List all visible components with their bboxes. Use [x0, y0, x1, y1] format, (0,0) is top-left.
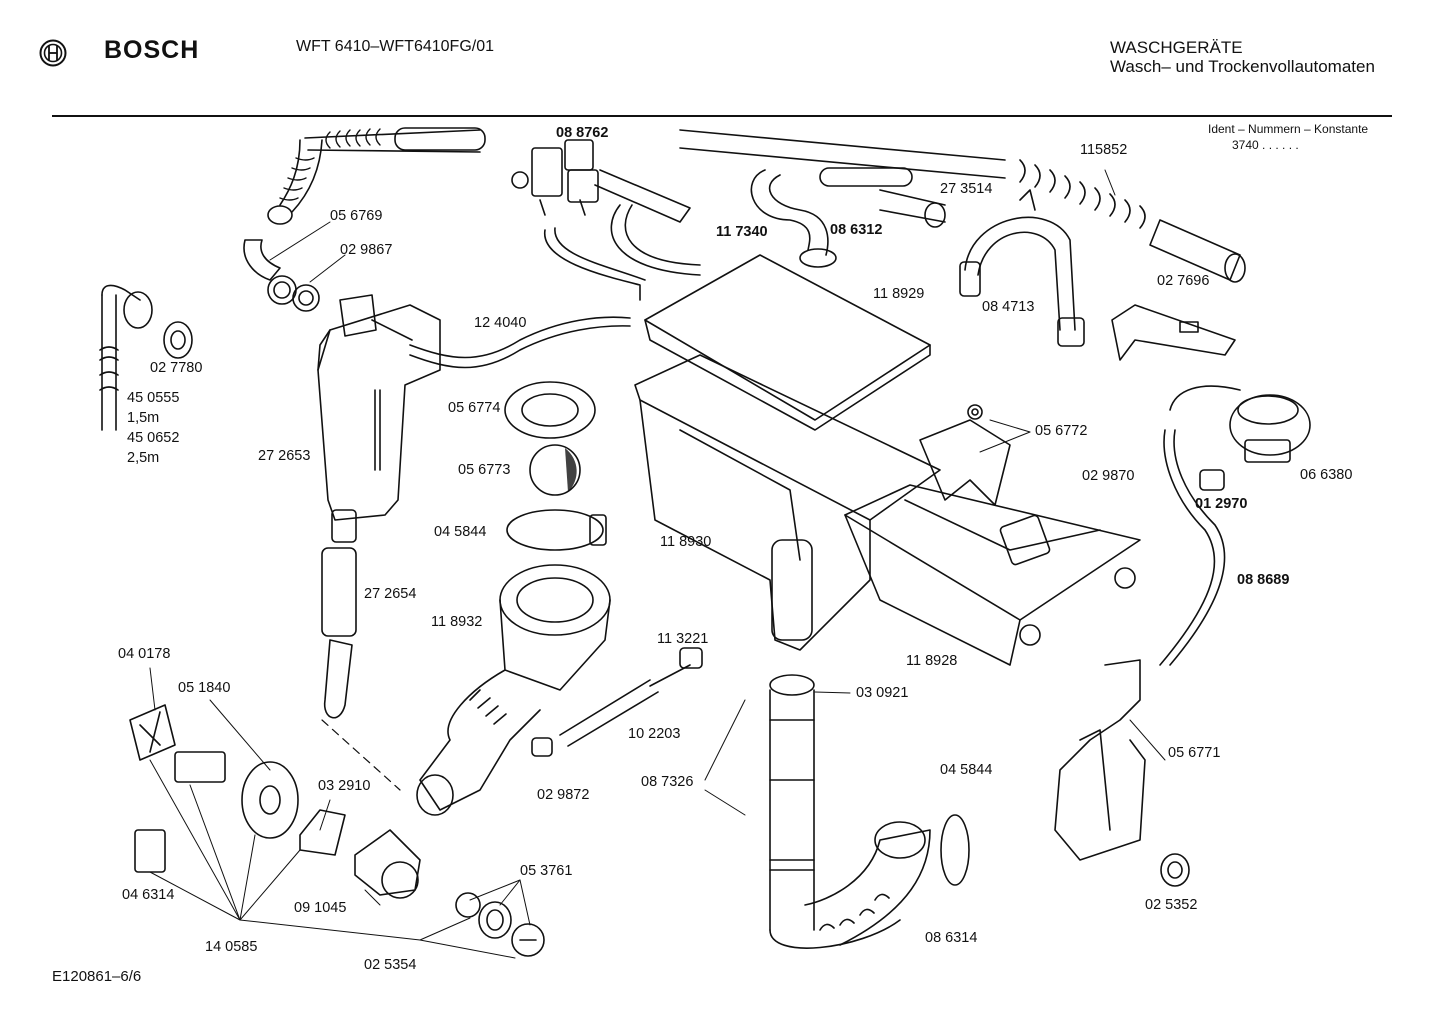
model-number: WFT 6410–WFT6410FG/01 — [296, 38, 494, 55]
part-label: 12 4040 — [474, 315, 527, 331]
part-label: 05 6771 — [1168, 745, 1221, 761]
part-label: 05 1840 — [178, 680, 231, 696]
part-label: 02 9867 — [340, 242, 393, 258]
part-label: 14 0585 — [205, 939, 258, 955]
part-label: 06 6380 — [1300, 467, 1353, 483]
part-label: 03 2910 — [318, 778, 371, 794]
part-label: 04 6314 — [122, 887, 175, 903]
brand-name: BOSCH — [104, 36, 200, 64]
part-label: 11 8932 — [431, 614, 483, 630]
part-label: 05 6774 — [448, 400, 501, 416]
category-subtitle: Wasch– und Trockenvollautomaten — [1110, 57, 1375, 76]
ident-caption: Ident – Nummern – Konstante — [1208, 122, 1369, 136]
part-label: 45 0555 — [127, 390, 180, 406]
part-label: 02 7780 — [150, 360, 203, 376]
part-label: 03 0921 — [856, 685, 909, 701]
part-label: 04 5844 — [940, 762, 993, 778]
part-label: 1,5m — [127, 410, 160, 426]
part-label: 08 4713 — [982, 299, 1035, 315]
part-label: 08 6312 — [830, 222, 883, 238]
valve-drawing — [511, 139, 599, 216]
part-label: 11 3221 — [657, 631, 709, 647]
part-label: 08 8689 — [1237, 572, 1290, 588]
header-divider — [52, 115, 1392, 117]
part-label: 27 3514 — [940, 181, 993, 197]
part-label: 05 6772 — [1035, 423, 1088, 439]
part-label: 2,5m — [127, 450, 160, 466]
part-label: 08 6314 — [925, 930, 978, 946]
part-label: 02 5354 — [364, 957, 417, 973]
part-label: 04 5844 — [434, 524, 487, 540]
part-label: 04 0178 — [118, 646, 171, 662]
part-label: 02 7696 — [1157, 273, 1210, 289]
part-label: 11 8928 — [906, 653, 958, 669]
part-label: 45 0652 — [127, 430, 180, 446]
part-label: 08 7326 — [641, 774, 694, 790]
drawing-code: E120861–6/6 — [52, 968, 142, 985]
part-label: 01 2970 — [1195, 496, 1248, 512]
part-label: 02 9870 — [1082, 468, 1135, 484]
bosch-logo-icon — [39, 39, 67, 67]
part-label: 08 8762 — [556, 125, 609, 141]
part-label: 115852 — [1080, 142, 1128, 158]
drain-hose-drawing — [267, 127, 486, 225]
tank-drawing — [317, 294, 441, 543]
part-label: 11 7340 — [716, 224, 768, 240]
part-label: 02 9872 — [537, 787, 590, 803]
category-title: WASCHGERÄTE — [1110, 38, 1243, 57]
part-label: 11 8929 — [873, 286, 925, 302]
ident-value: 3740 . . . . . . — [1232, 138, 1299, 152]
part-label: 05 6773 — [458, 462, 511, 478]
part-label: 05 3761 — [520, 863, 573, 879]
part-label: 27 2654 — [364, 586, 417, 602]
part-label: 11 8930 — [660, 534, 712, 550]
part-label: 05 6769 — [330, 208, 383, 224]
part-label: 02 5352 — [1145, 897, 1198, 913]
part-label: 10 2203 — [628, 726, 681, 742]
part-label: 09 1045 — [294, 900, 347, 916]
part-label: 27 2653 — [258, 448, 311, 464]
